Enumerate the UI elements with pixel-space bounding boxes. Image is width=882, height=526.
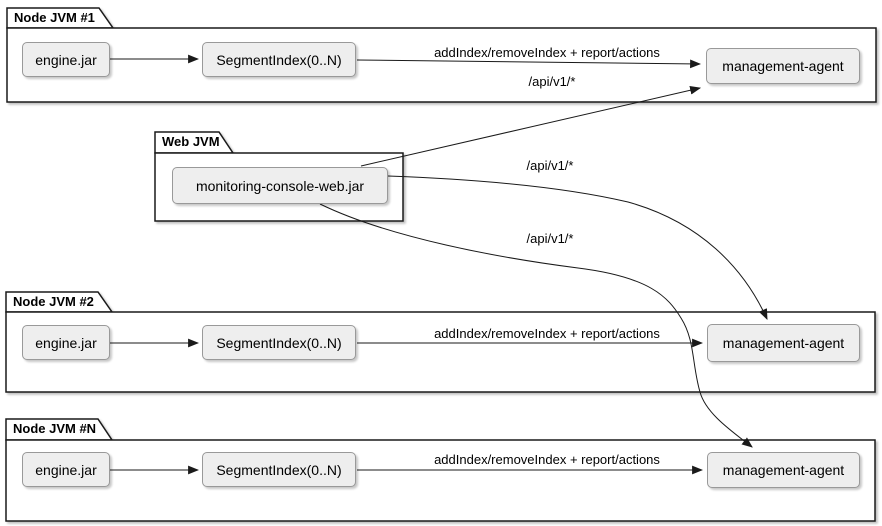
arrow-web-to-agent1 xyxy=(360,85,702,167)
component-noden-management-agent: management-agent xyxy=(707,452,860,488)
edge-label-node2-flow: addIndex/removeIndex + report/actions xyxy=(434,326,660,341)
component-node2-engine: engine.jar xyxy=(22,325,110,360)
component-node1-engine: engine.jar xyxy=(22,42,110,77)
package-node1-label: Node JVM #1 xyxy=(14,10,95,25)
package-web-label: Web JVM xyxy=(162,134,220,149)
arrow-web-to-agentn xyxy=(319,203,753,448)
component-node2-segmentindex: SegmentIndex(0..N) xyxy=(202,325,356,360)
component-noden-engine: engine.jar xyxy=(22,452,110,487)
arrow-node1-segment-to-agent xyxy=(356,59,702,69)
edge-label-noden-flow: addIndex/removeIndex + report/actions xyxy=(434,452,660,467)
edge-label-api-agent1: /api/v1/* xyxy=(528,74,576,89)
component-noden-segmentindex: SegmentIndex(0..N) xyxy=(202,452,356,487)
package-node2-label: Node JVM #2 xyxy=(13,294,94,309)
arrow-web-to-agent2 xyxy=(387,175,768,321)
component-node1-management-agent: management-agent xyxy=(706,48,860,84)
package-noden-label: Node JVM #N xyxy=(13,421,97,436)
edge-label-api-agent2: /api/v1/* xyxy=(526,158,574,173)
edge-label-api-agentn: /api/v1/* xyxy=(526,231,574,246)
component-node1-segmentindex: SegmentIndex(0..N) xyxy=(202,42,356,77)
component-web-monitoring-console: monitoring-console-web.jar xyxy=(172,167,388,204)
component-node2-management-agent: management-agent xyxy=(707,324,860,362)
edge-label-node1-flow: addIndex/removeIndex + report/actions xyxy=(434,45,660,60)
